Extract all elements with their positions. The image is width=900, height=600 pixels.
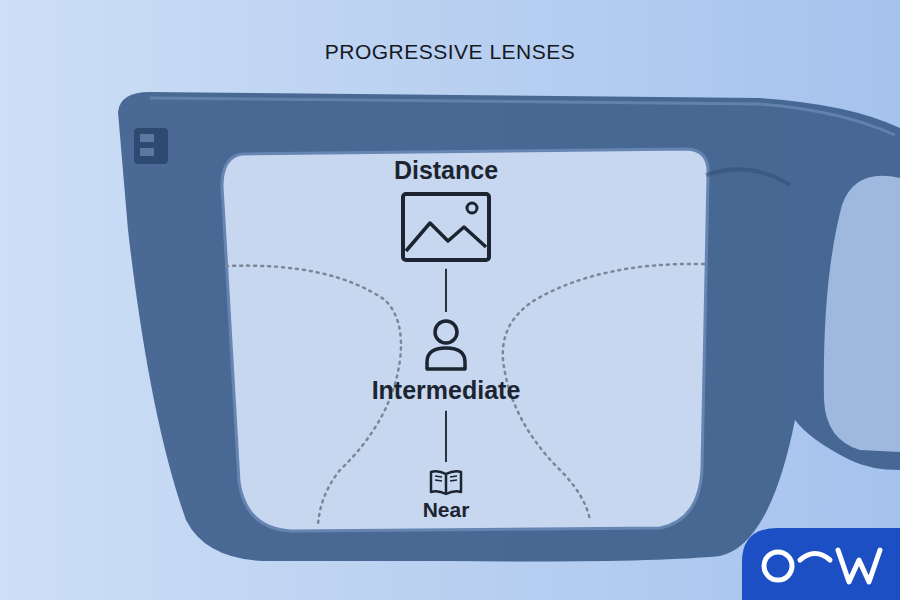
landscape-icon <box>400 191 492 263</box>
diagram-title: PROGRESSIVE LENSES <box>0 40 900 64</box>
near-zone: Near <box>423 468 470 522</box>
person-icon <box>423 318 469 372</box>
logo-mark <box>800 554 830 561</box>
zone-connector <box>445 411 447 462</box>
logo-mark <box>838 550 880 582</box>
lens <box>824 176 900 452</box>
zone-label: Distance <box>394 156 498 185</box>
bridge <box>706 169 790 185</box>
hinge <box>134 128 168 164</box>
zone-label: Intermediate <box>372 376 521 405</box>
book-icon <box>428 468 464 496</box>
intermediate-zone: Intermediate <box>372 318 521 405</box>
lens <box>222 149 708 531</box>
zone-boundary <box>503 264 704 520</box>
distance-zone: Distance <box>394 156 498 263</box>
logo-badge <box>742 528 900 600</box>
frame-highlight <box>150 98 895 135</box>
hinge-detail <box>140 148 154 156</box>
glasses-frame <box>118 92 900 561</box>
hinge-detail <box>140 134 154 142</box>
zone-label: Near <box>423 498 470 522</box>
logo-mark <box>764 552 792 580</box>
zone-connector <box>445 269 447 312</box>
